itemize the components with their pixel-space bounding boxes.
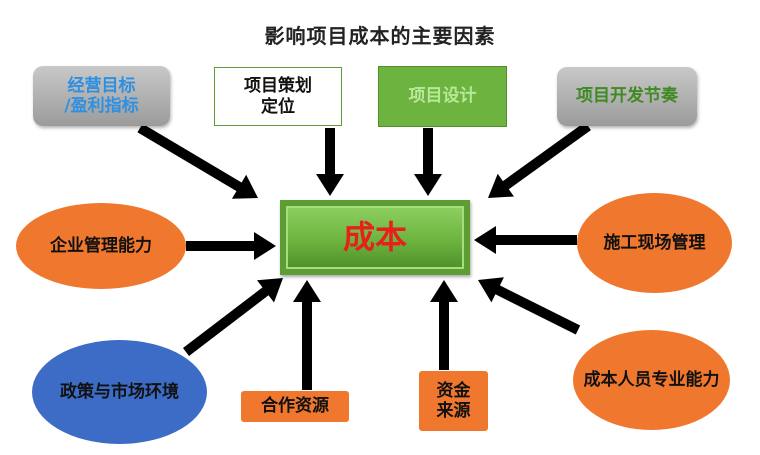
diagram-title: 影响项目成本的主要因素 bbox=[264, 24, 496, 48]
arrow-from-partners bbox=[293, 280, 321, 390]
factor-funding: 资金 来源 bbox=[419, 371, 488, 431]
arrow-from-funding bbox=[430, 280, 458, 370]
factor-dev-pace: 项目开发节奏 bbox=[557, 67, 697, 126]
factor-design: 项目设计 bbox=[378, 66, 507, 127]
factor-partners: 合作资源 bbox=[241, 391, 349, 422]
arrow-from-design bbox=[414, 128, 442, 196]
factor-site-mgmt: 施工现场管理 bbox=[577, 193, 732, 293]
factor-policy-market: 政策与市场环境 bbox=[32, 340, 207, 444]
center-node-cost: 成本 bbox=[280, 200, 470, 275]
arrow-from-policy-market bbox=[183, 278, 283, 356]
arrow-from-mgmt-ability bbox=[186, 232, 276, 260]
arrow-from-site-mgmt bbox=[474, 226, 577, 254]
factor-business-goals: 经营目标 /盈利指标 bbox=[33, 66, 170, 126]
factor-positioning: 项目策划 定位 bbox=[214, 67, 342, 126]
factor-staff-ability: 成本人员专业能力 bbox=[573, 330, 730, 430]
arrow-from-dev-pace bbox=[488, 121, 591, 198]
factor-mgmt-ability: 企业管理能力 bbox=[16, 203, 186, 289]
arrow-from-business-goals bbox=[137, 123, 258, 199]
arrow-from-staff-ability bbox=[478, 277, 581, 335]
arrow-from-positioning bbox=[316, 128, 344, 196]
